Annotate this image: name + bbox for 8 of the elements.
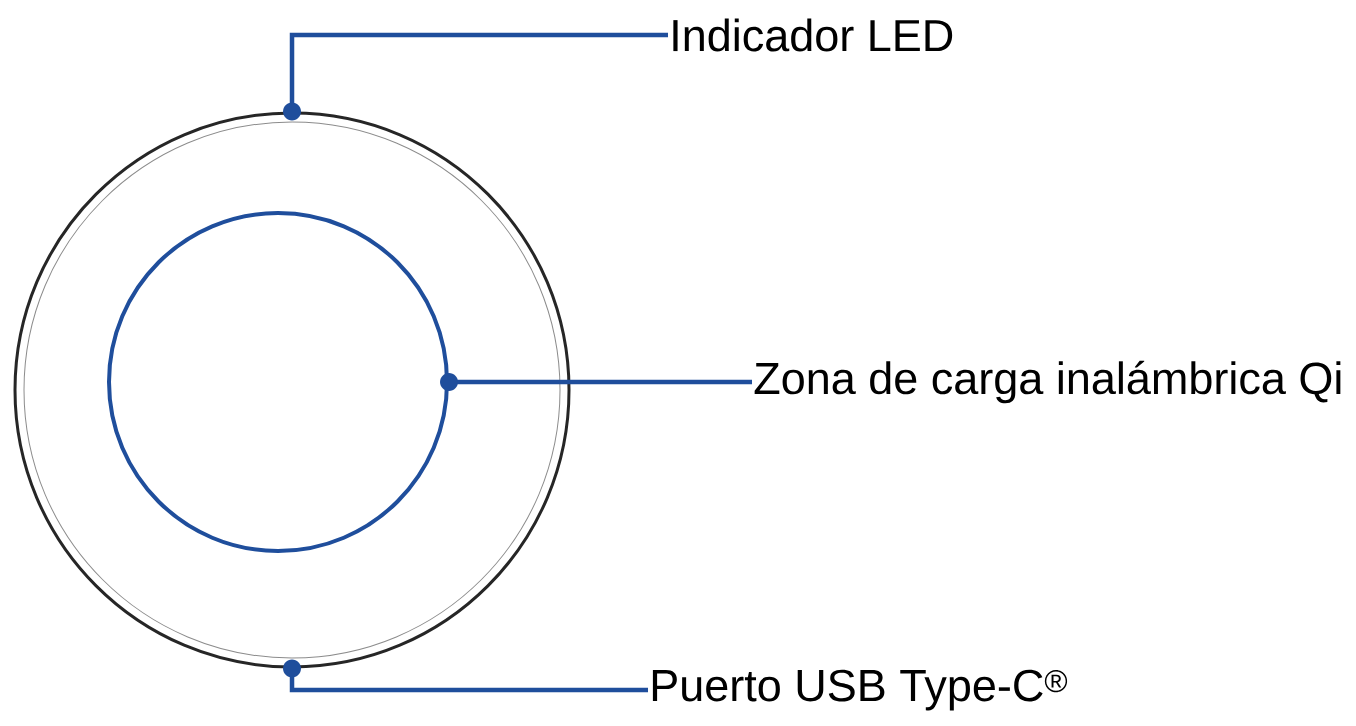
charging-ring [107, 211, 449, 553]
part-label: Indicador LED [673, 18, 953, 52]
leader-line [283, 32, 668, 121]
part-label: Puerto USB Type-C$^{®}$ [652, 669, 1068, 711]
leader-line [283, 659, 648, 693]
charger-drawing [13, 111, 571, 669]
part-label: Zona de carga inalámbrica Qi [754, 360, 1341, 404]
leader-line [440, 373, 752, 391]
